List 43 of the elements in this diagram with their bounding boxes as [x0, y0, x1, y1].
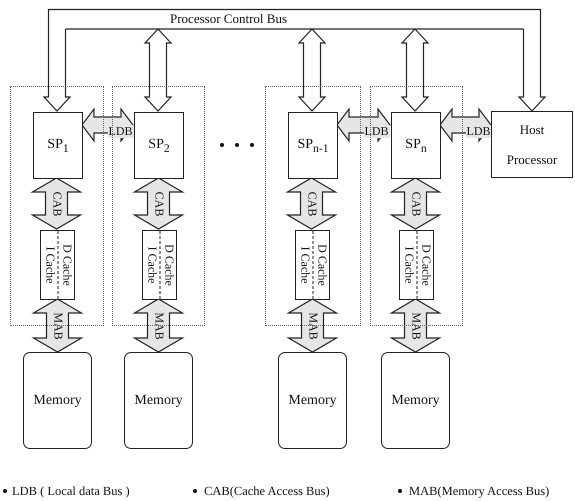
- abbreviation-note: MAB(Memory Access Bus): [409, 484, 550, 498]
- cache-box: [40, 230, 75, 300]
- control-arrow: [298, 28, 326, 112]
- processor-box: [391, 112, 441, 179]
- edge-label: LDB: [364, 125, 390, 138]
- control-bus: [48, 9, 541, 29]
- abbreviation-note: LDB ( Local data Bus ): [12, 484, 130, 498]
- memory-label: Memory: [391, 392, 440, 408]
- abbreviation-note: CAB(Cache Access Bus): [204, 484, 330, 498]
- control-arrow: [42, 28, 72, 112]
- memory-label: Memory: [134, 392, 183, 408]
- memory-box: [23, 352, 92, 449]
- processor-label: SP$_{n}$: [405, 136, 427, 154]
- cache-label: I Cache: [143, 231, 160, 299]
- host-processor-box: [491, 111, 573, 178]
- cache-label: I Cache: [296, 231, 313, 299]
- memory-label: Memory: [33, 392, 82, 408]
- processor-box: [134, 112, 184, 179]
- host-label: Host Processor: [506, 120, 558, 168]
- cache-label: D Cache: [59, 243, 74, 288]
- processor-label: SP$_{1}$: [47, 136, 69, 154]
- cache-label: I Cache: [41, 231, 58, 299]
- processor-label: SP$_{n-1}$: [297, 136, 329, 154]
- memory-box: [124, 352, 193, 449]
- memory-box: [278, 352, 347, 449]
- processor-box: [33, 112, 83, 179]
- control-arrow: [518, 28, 546, 112]
- processor-box: [288, 112, 338, 179]
- cache-label: D Cache: [161, 243, 176, 288]
- processor-label: SP$_{2}$: [148, 136, 170, 154]
- bus-label: Processor Control Bus: [170, 11, 287, 27]
- control-arrow: [400, 28, 430, 112]
- cache-box: [295, 230, 330, 300]
- cache-box: [399, 230, 434, 300]
- cache-label: I Cache: [400, 231, 417, 299]
- memory-box: [381, 352, 450, 449]
- cache-label: D Cache: [418, 243, 433, 288]
- edge-label: LDB: [466, 125, 492, 138]
- control-arrow: [144, 28, 172, 112]
- cache-label: D Cache: [314, 243, 329, 288]
- cache-box: [142, 230, 177, 300]
- memory-label: Memory: [288, 392, 337, 408]
- edge-label: LDB: [108, 125, 134, 138]
